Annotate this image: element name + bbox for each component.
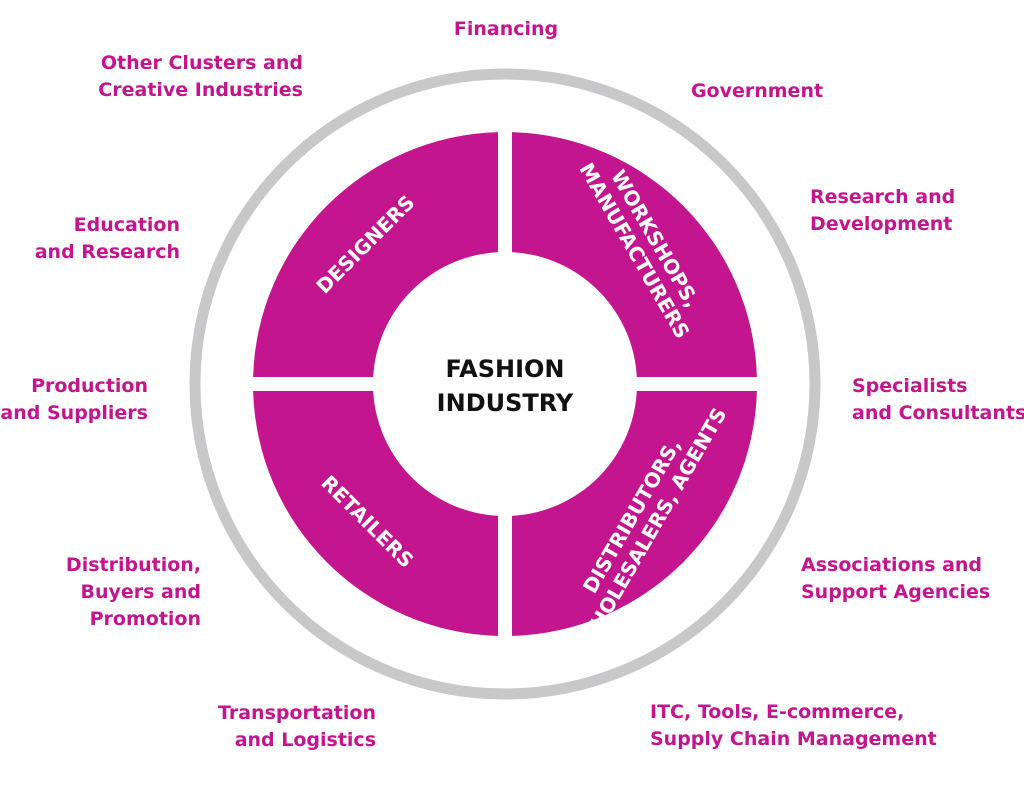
outer-label-line: ITC, Tools, E-commerce, — [650, 701, 904, 723]
outer-label-line: Supply Chain Management — [650, 728, 937, 750]
outer-label-line: Promotion — [90, 608, 201, 630]
outer-label-financing: Financing — [454, 18, 558, 40]
outer-label-line: and Suppliers — [0, 402, 148, 424]
outer-label-line: Associations and — [801, 554, 982, 576]
outer-label-itc-tools: ITC, Tools, E-commerce, Supply Chain Mana… — [650, 701, 937, 750]
sector-workshops-shape — [512, 132, 757, 377]
outer-label-line: Development — [810, 213, 952, 235]
outer-label-line: Buyers and — [80, 581, 201, 603]
sector-workshops: WORKSHOPS,MANUFACTURERS — [512, 132, 757, 377]
outer-label-education-research: Education and Research — [35, 214, 180, 263]
sector-retailers: RETAILERS — [253, 391, 498, 636]
outer-label-line: Distribution, — [66, 554, 201, 576]
outer-label-line: Production — [31, 375, 148, 397]
outer-label-line: Creative Industries — [98, 79, 303, 101]
outer-ring — [189, 68, 821, 700]
outer-label-government: Government — [691, 80, 823, 102]
outer-label-line: Financing — [454, 18, 558, 40]
sector-distributors: DISTRIBUTORS,WHOLESALERS, AGENTS — [512, 391, 757, 652]
center-label: FASHION INDUSTRY — [437, 355, 574, 417]
sector-designers-shape — [253, 132, 498, 377]
outer-label-line: Transportation — [218, 702, 376, 724]
outer-label-line: and Research — [35, 241, 180, 263]
outer-label-line: and Logistics — [235, 729, 376, 751]
outer-label-line: Research and — [810, 186, 955, 208]
center-label-line: FASHION — [445, 355, 564, 383]
outer-label-line: and Consultants — [852, 402, 1024, 424]
outer-label-line: Other Clusters and — [101, 52, 303, 74]
outer-label-line: Government — [691, 80, 823, 102]
outer-label-specialists-consultants: Specialists and Consultants — [852, 375, 1024, 424]
outer-label-line: Specialists — [852, 375, 968, 397]
sector-designers: DESIGNERS — [253, 132, 498, 377]
outer-label-transportation-logistics: Transportation and Logistics — [218, 702, 376, 751]
center-label-line: INDUSTRY — [437, 389, 574, 417]
outer-label-production-suppliers: Production and Suppliers — [0, 375, 148, 424]
outer-label-line: Education — [74, 214, 180, 236]
sector-retailers-shape — [253, 391, 498, 636]
outer-label-line: Support Agencies — [801, 581, 990, 603]
sector-distributors-shape — [512, 391, 757, 636]
